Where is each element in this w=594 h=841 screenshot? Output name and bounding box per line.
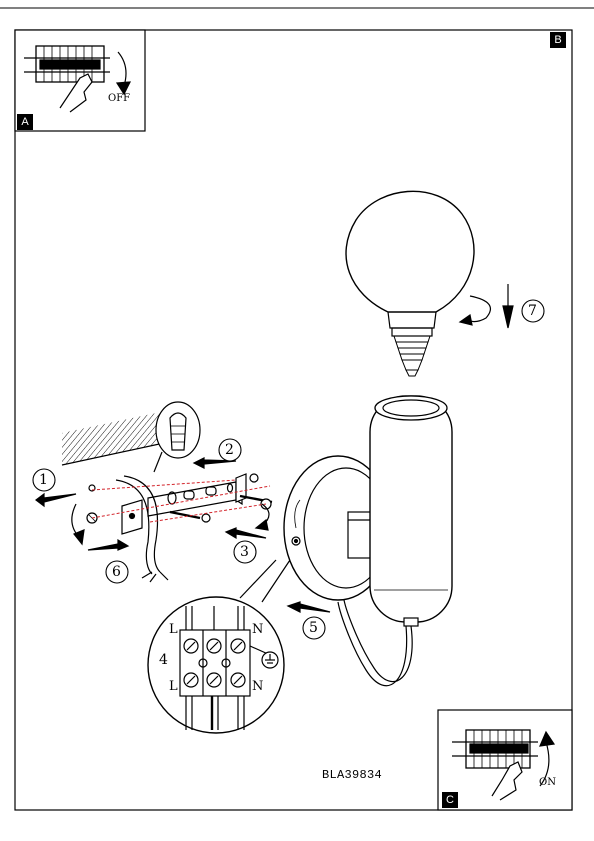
reference-code: BLA39834 [322,768,383,782]
alignment-lines [91,479,271,523]
step-1-label: 1 [39,472,48,488]
step-5-label: 5 [309,620,318,636]
mounting-bracket [121,473,273,535]
hand-icon [491,761,523,801]
step-4-label: 4 [159,652,168,668]
mains-cable [123,475,161,573]
step-7-label: 7 [528,303,537,319]
panel-a-breaker-off [14,29,146,132]
panel-b-badge: B [550,32,566,48]
hand-icon [59,73,93,113]
breaker-box [35,45,105,83]
wall-lamp [283,395,453,687]
globe-bulb [345,190,514,377]
terminal-block [179,629,251,697]
page-frame [14,29,573,811]
terminal-l-bottom: L [169,679,178,694]
terminal-n-bottom: N [252,679,264,694]
screw-hole [291,536,301,546]
assembly-arrows [35,457,331,613]
step-6-label: 6 [112,564,121,580]
terminal-l-top: L [169,622,178,637]
step-3-label: 3 [240,544,249,560]
panel-c-breaker-on [437,709,573,811]
power-cable [343,599,413,682]
dowel-callout [153,401,201,473]
step-2-label: 2 [225,442,234,458]
panel-a-badge: A [17,114,33,130]
wall-hatch [62,411,164,466]
lamp-tube [369,395,453,623]
terminal-n-top: N [252,622,264,637]
rotate-arrow-icon [539,741,550,787]
on-label: ON [539,777,556,788]
step-markers [32,299,545,672]
panel-c-badge: C [442,792,458,808]
wiring-detail [147,559,291,734]
off-label: OFF [108,93,131,104]
